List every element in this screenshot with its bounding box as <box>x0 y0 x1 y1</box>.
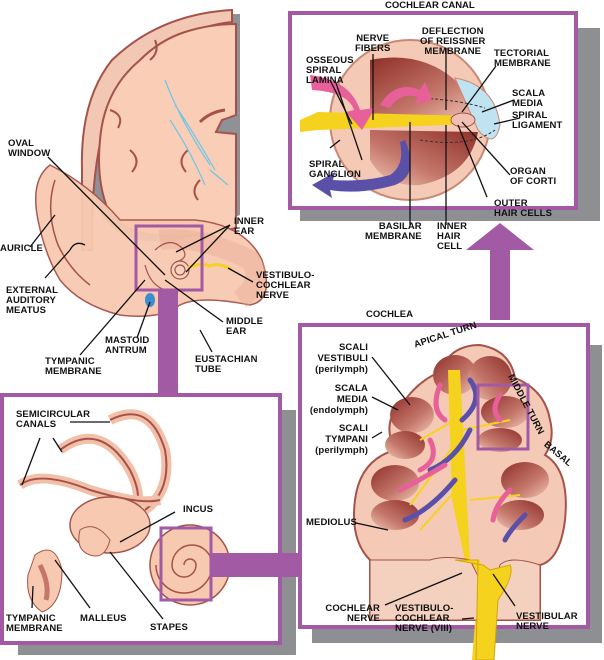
cochlea-panel <box>298 323 602 660</box>
blood-vessels <box>164 79 229 186</box>
label-tympanic-membrane-head: TYMPANIC MEMBRANE <box>45 356 102 377</box>
label-inner-ear: INNER EAR <box>234 216 265 237</box>
label-oval-window: OVAL WINDOW <box>8 138 51 159</box>
label-eustachian-tube: EUSTACHIAN TUBE <box>195 354 258 375</box>
inner-ear-panel <box>0 393 296 655</box>
malleus-shape <box>78 526 111 557</box>
label-spiral-ganglion: SPIRAL GANGLION <box>309 159 361 180</box>
label-organ-of-corti: ORGAN OF CORTI <box>510 166 557 187</box>
label-scala-media-cochlea: SCALA MEDIA (endolymph) <box>309 383 368 416</box>
label-tectorial-membrane: TECTORIAL MEMBRANE <box>494 48 551 69</box>
label-inner-hair-cell: INNER HAIR CELL <box>437 221 468 252</box>
label-mediolus: MEDIOLUS <box>306 517 357 528</box>
label-vestibular-nerve: VESTIBULAR NERVE <box>516 611 578 632</box>
osseous-spiral-lamina <box>300 112 470 132</box>
label-malleus: MALLEUS <box>80 613 127 624</box>
label-incus: INCUS <box>183 504 214 515</box>
flow-arrow-to-inner-ear <box>131 290 205 428</box>
vestibulocochlear-nerve-trunk <box>454 559 512 660</box>
label-semicircular-canals: SEMICIRCULAR CANALS <box>16 409 91 430</box>
cochlear-canal-title: COCHLEAR CANAL <box>385 0 475 11</box>
cochlea-title: COCHLEA <box>366 309 413 320</box>
blue-flow-arrow <box>312 140 411 198</box>
label-external-auditory-meatus: EXTERNAL AUDITORY MEATUS <box>6 285 58 316</box>
label-scali-vestibuli: SCALI VESTIBULI (perilymph) <box>315 342 368 375</box>
label-nerve-fibers: NERVE FIBERS <box>355 33 391 54</box>
label-basilar-membrane: BASILAR MEMBRANE <box>365 221 422 242</box>
label-tympanic-membrane-inner: TYMPANIC MEMBRANE <box>6 613 63 634</box>
label-mastoid-antrum: MASTOID ANTRUM <box>105 335 150 356</box>
label-vestibulocochlear-nerve-head: VESTIBULO- COCHLEAR NERVE <box>256 270 315 301</box>
label-deflection-reissner-membrane: DEFLECTION OF REISSNER MEMBRANE <box>420 26 486 57</box>
label-vestibulocochlear-nerve-viii: VESTIBULO- COCHLEAR NERVE (VIII) <box>395 603 454 634</box>
flow-arrow-to-cochlear-canal <box>466 223 534 320</box>
label-auricle: AURICLE <box>0 243 43 254</box>
label-middle-ear: MIDDLE EAR <box>226 316 264 337</box>
cochlear-canal-highlight-box <box>476 383 530 451</box>
pink-flow-arrow <box>310 75 375 130</box>
label-osseous-spiral-lamina: OSSEOUS SPIRAL LAMINA <box>306 55 354 86</box>
label-outer-hair-cells: OUTER HAIR CELLS <box>494 198 552 219</box>
head-section <box>35 8 268 317</box>
label-spiral-ligament: SPIRAL LIGAMENT <box>512 110 563 131</box>
scala-chambers <box>371 355 549 530</box>
cochlear-canal-panel <box>288 11 600 225</box>
label-scala-media-canal: SCALA MEDIA <box>512 88 546 109</box>
label-cochlear-nerve: COCHLEAR NERVE <box>325 603 380 624</box>
label-stapes: STAPES <box>150 622 188 633</box>
label-scali-tympani: SCALI TYMPANI (perilymph) <box>315 423 368 456</box>
